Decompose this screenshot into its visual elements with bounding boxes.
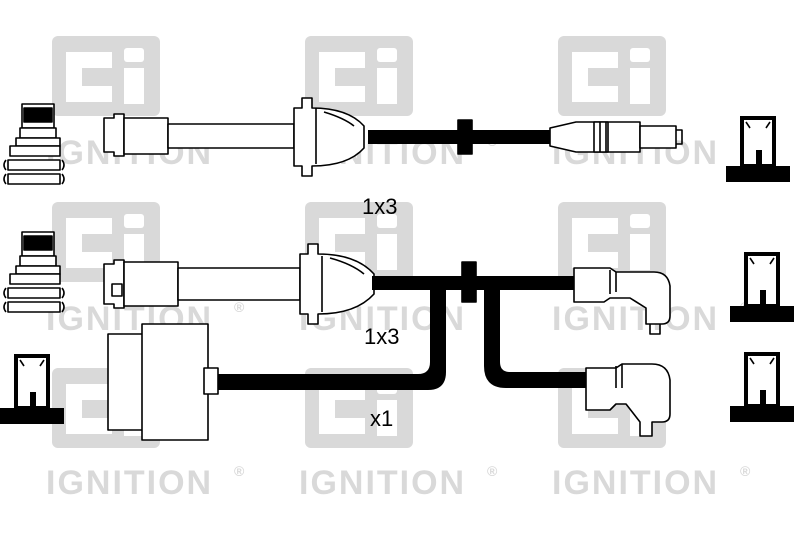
coil-connector [107,323,219,441]
cable-branch-coil [218,276,446,390]
watermark-brand-7: IGNITION [46,464,213,502]
cable-clip-row-2 [461,261,477,303]
qty-label-coil: x1 [370,406,393,431]
watermark-reg-4: ® [234,299,245,315]
distributor-terminal-icon-2 [730,252,794,322]
watermark-reg-8: ® [487,463,498,479]
terminal-row-2-lower [585,363,671,437]
grommet-row-1 [293,97,365,177]
coil-terminal-icon [0,354,64,424]
spark-plug-icon-row-1 [3,103,65,185]
cable-clip-row-1 [457,119,473,155]
lead-row-1 [3,97,683,185]
distributor-terminal-icon-3 [730,352,794,422]
watermark-brand-8: IGNITION [299,464,466,502]
qty-label-row-1: 1x3 [362,194,397,219]
qty-label-row-2: 1x3 [364,324,399,349]
watermark-brand-6: IGNITION [552,300,719,338]
terminal-row-2-upper [573,267,671,325]
lead-row-2 [3,231,671,441]
boot-end-row-1 [103,113,125,157]
spark-plug-icon-row-2 [3,231,65,313]
grommet-row-2 [299,243,375,325]
lead-tube-row-2 [177,267,301,301]
lead-tube-row-1 [167,123,295,149]
drawing-layer [0,97,794,441]
distributor-terminal-icon-1 [726,116,790,182]
watermark-brand-9: IGNITION [552,464,719,502]
watermark-reg-7: ® [234,463,245,479]
cable-branch-lower [484,290,588,388]
watermark-reg-9: ® [740,463,751,479]
